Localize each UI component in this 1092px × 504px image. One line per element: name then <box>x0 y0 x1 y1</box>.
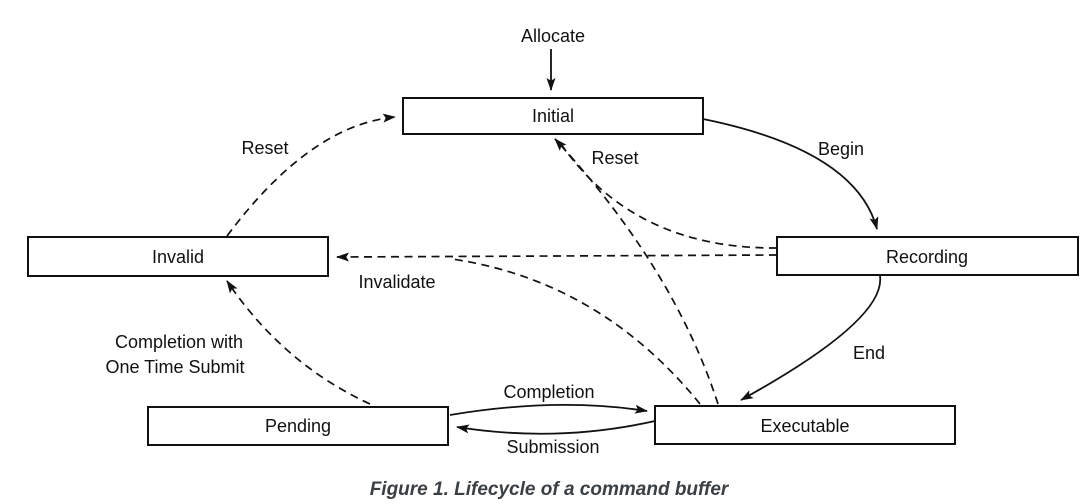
edge-completion-line <box>449 404 648 416</box>
state-recording: Recording <box>776 236 1079 276</box>
state-pending: Pending <box>147 406 449 446</box>
state-executable-box <box>654 405 956 445</box>
edge-reset-executable-line <box>554 138 719 405</box>
edge-begin-line <box>702 118 879 230</box>
state-initial-box <box>402 97 704 135</box>
edge-begin-label: Begin <box>818 139 864 159</box>
state-invalid: Invalid <box>27 236 329 277</box>
edge-completion-one-time-label-line2: One Time Submit <box>105 357 244 377</box>
edge-invalidate-executable-line <box>451 258 701 405</box>
edge-reset-right-label: Reset <box>591 148 638 168</box>
edge-completion-one-time-label-line1: Completion with <box>115 332 243 352</box>
edge-invalidate-label: Invalidate <box>358 272 435 292</box>
edges-group <box>226 49 882 435</box>
state-invalid-box <box>27 236 329 277</box>
edge-submission-line <box>456 420 656 435</box>
edge-invalidate-recording-line <box>336 252 778 262</box>
state-executable: Executable <box>654 405 956 445</box>
edge-allocate-label: Allocate <box>521 26 585 46</box>
state-pending-label: Pending <box>265 416 331 436</box>
edge-reset-invalid-line <box>226 113 396 237</box>
state-invalid-label: Invalid <box>152 247 204 267</box>
state-recording-box <box>776 236 1079 276</box>
state-pending-box <box>147 406 449 446</box>
edge-completion-label: Completion <box>503 382 594 402</box>
state-initial-label: Initial <box>532 106 574 126</box>
state-recording-label: Recording <box>886 247 968 267</box>
edge-submission-label: Submission <box>506 437 599 457</box>
state-initial: Initial <box>402 97 704 135</box>
edge-completion-one-time-label: Completion with One Time Submit <box>105 332 244 377</box>
states-group: Initial Recording Invalid Pending Execut… <box>27 97 1079 446</box>
edge-end-line <box>740 275 882 401</box>
edge-completion-one-time-line <box>226 280 371 405</box>
figure-caption: Figure 1. Lifecycle of a command buffer <box>370 479 730 500</box>
edge-end-label: End <box>853 343 885 363</box>
state-executable-label: Executable <box>760 416 849 436</box>
edge-labels-group: Allocate Begin End Reset Reset Invalidat… <box>105 26 885 457</box>
edge-reset-left-label: Reset <box>241 138 288 158</box>
